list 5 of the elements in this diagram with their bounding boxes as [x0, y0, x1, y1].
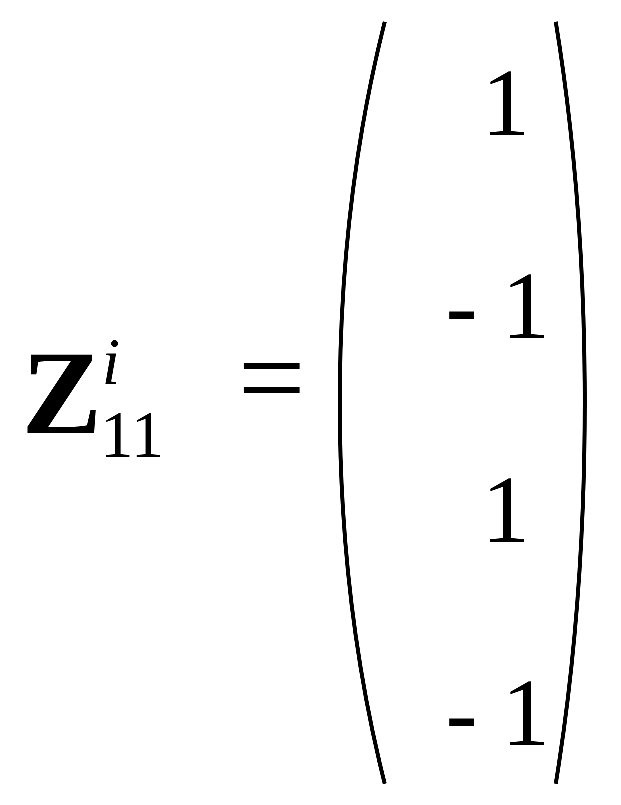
matrix-entry: 1 — [481, 55, 530, 151]
equals-sign: = — [238, 318, 306, 438]
matrix-entry: - 1 — [445, 665, 550, 761]
matrix-entry: - 1 — [445, 258, 550, 354]
matrix-entry: 1 — [481, 462, 530, 558]
